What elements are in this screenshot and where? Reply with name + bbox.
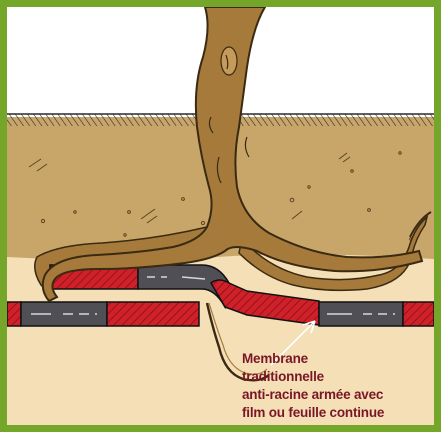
caption-line-1: Membrane (242, 350, 432, 368)
caption-line-3: anti-racine armée avec (242, 386, 432, 404)
caption-line-4: film ou feuille continue (242, 404, 432, 422)
membrane-lower-right (319, 302, 434, 326)
caption-line-2: traditionnelle (242, 368, 432, 386)
membrane-caption: Membrane traditionnelle anti-racine armé… (242, 350, 432, 422)
membrane-lower-left (7, 302, 199, 326)
